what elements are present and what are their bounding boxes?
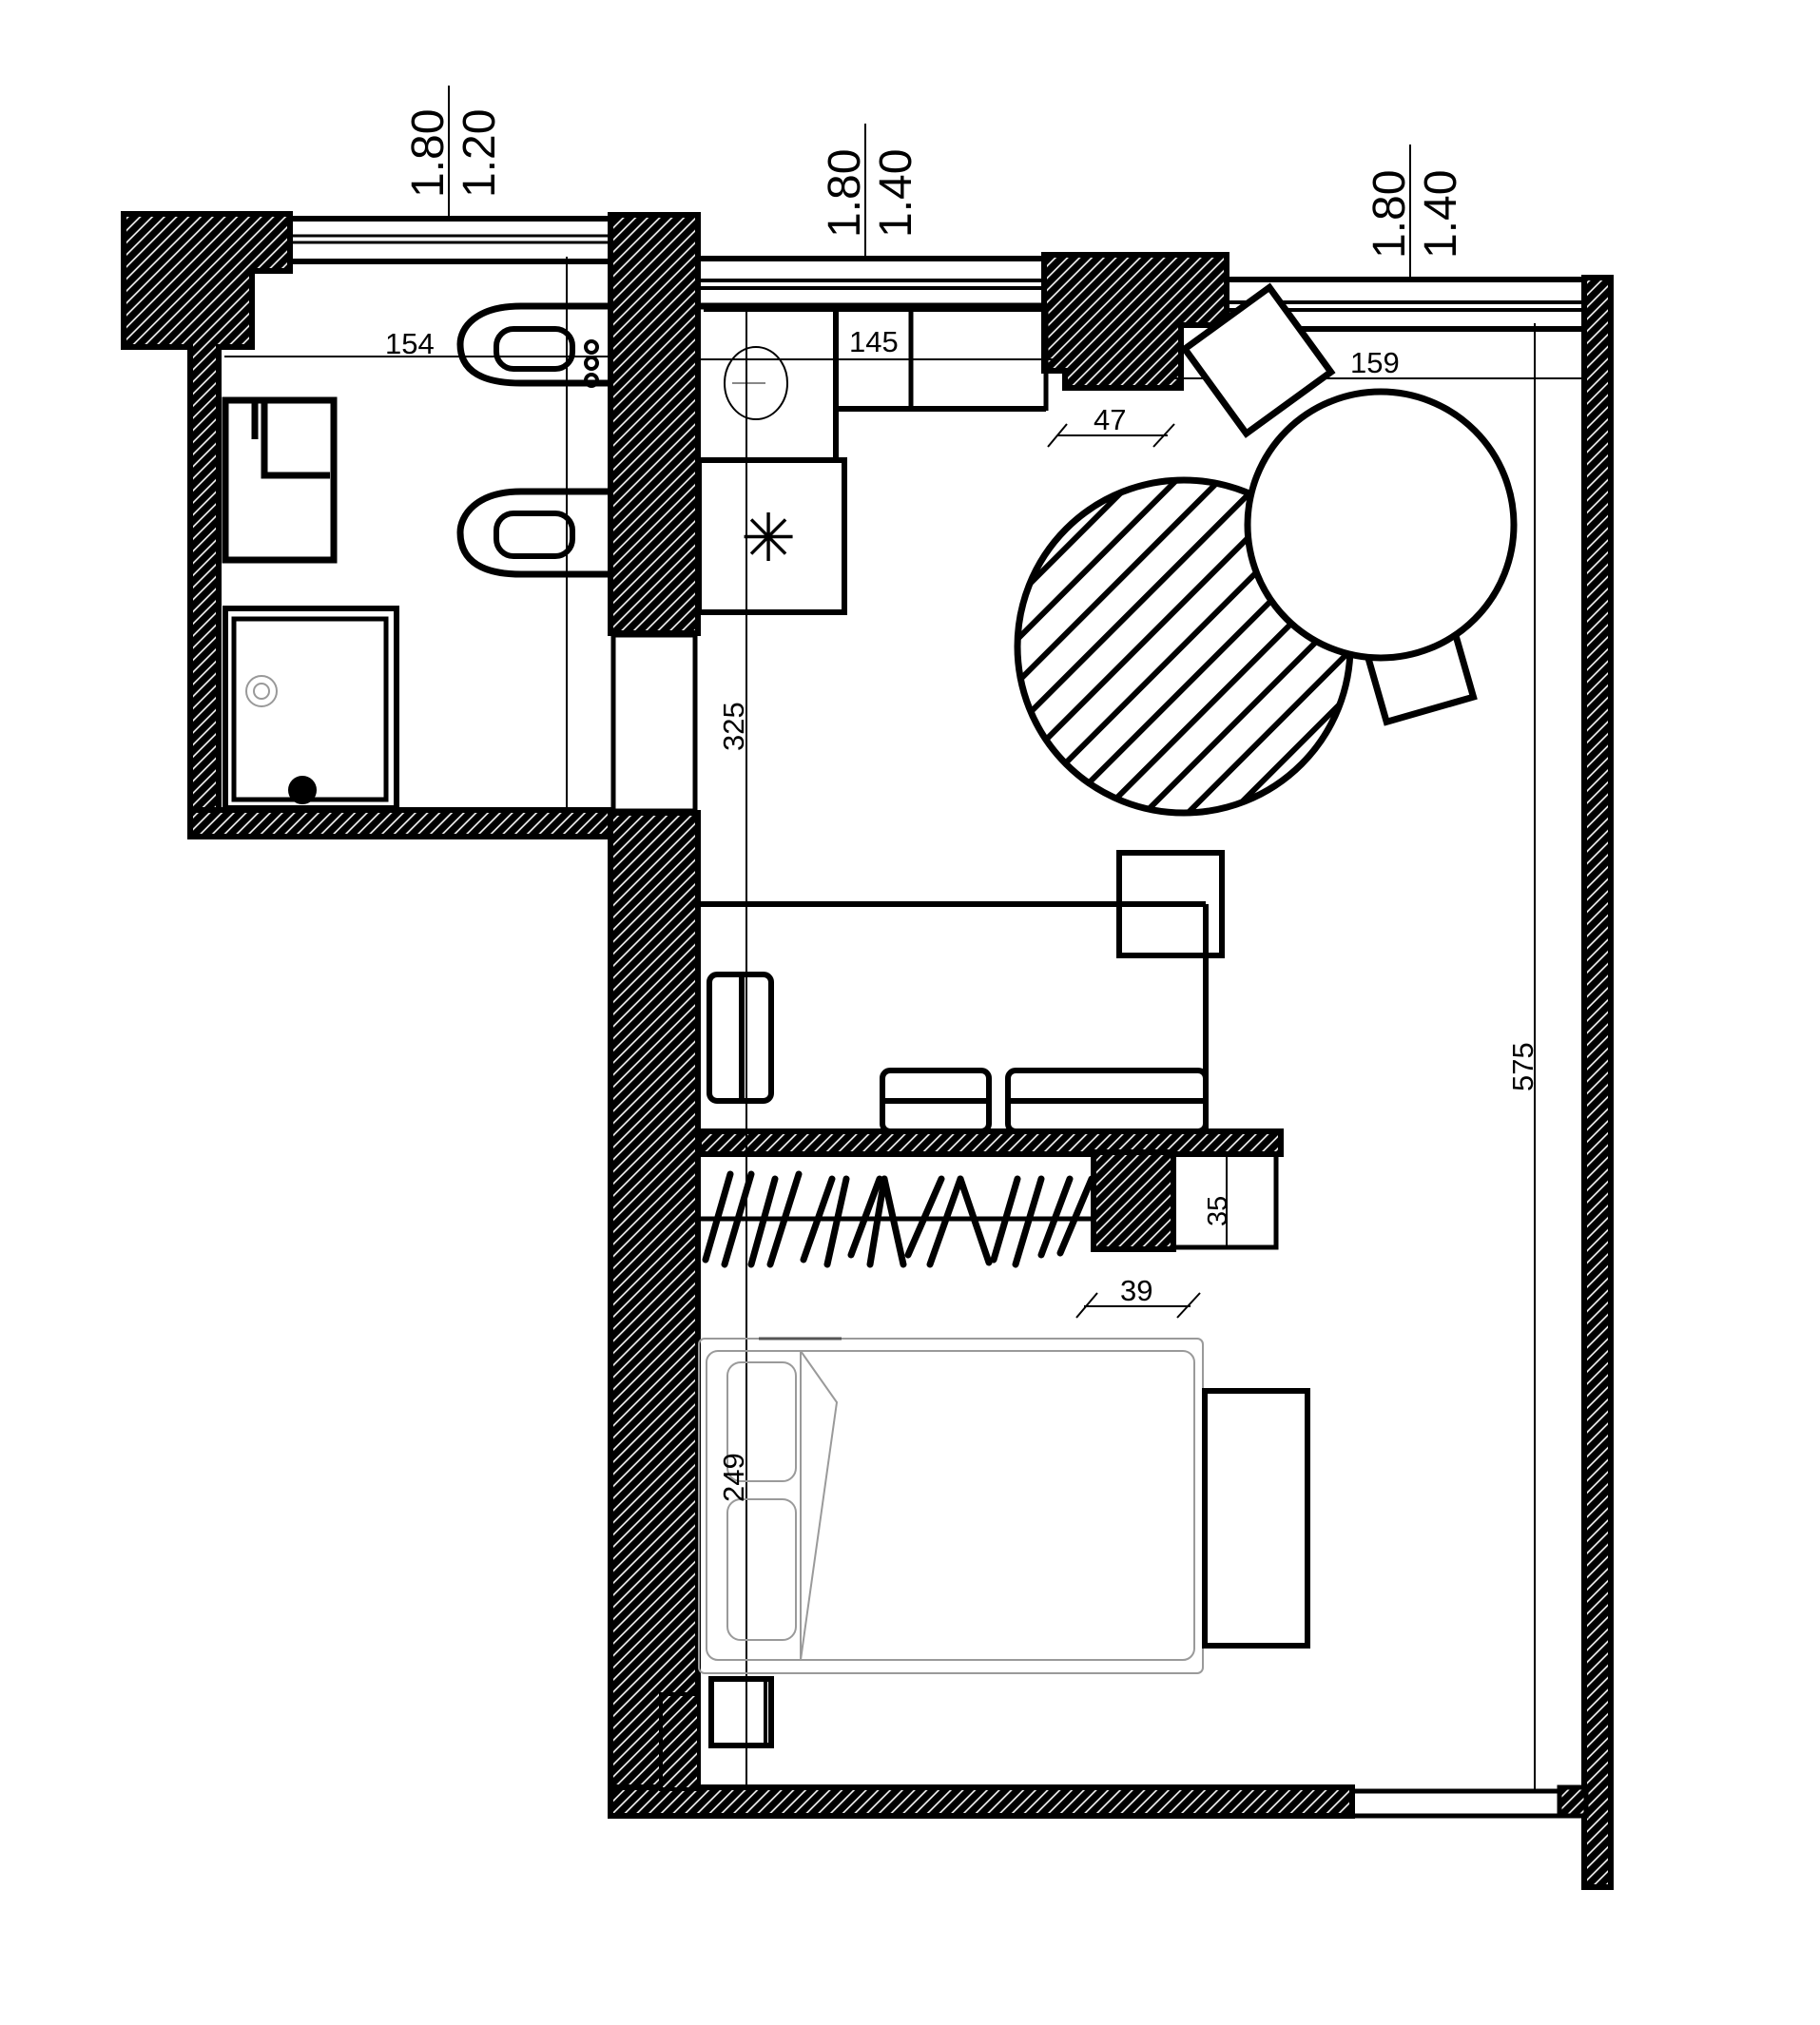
wall-wardrobe-partition	[696, 1128, 1284, 1157]
dim-bedroom-depth: 249	[717, 1453, 750, 1502]
walls	[121, 211, 1614, 1890]
dim-pillar-gap: 47	[1094, 403, 1126, 436]
bidet	[456, 488, 610, 578]
dim-kitchen-depth: 325	[717, 702, 750, 751]
wall-central-lower	[608, 810, 701, 1819]
kitchen-window	[698, 256, 1044, 310]
kitchen-sink-cabinet	[699, 312, 836, 462]
double-bed	[698, 1337, 1204, 1674]
wall-bathroom-corner	[121, 211, 293, 830]
washbasin	[222, 396, 338, 564]
sink-icon	[724, 346, 788, 420]
nightstand	[708, 1676, 774, 1748]
chair-top	[1180, 282, 1336, 438]
dining-table	[1244, 388, 1518, 662]
dim-pillar-depth: 35	[1203, 1196, 1233, 1226]
bedroom	[698, 1337, 1310, 1748]
wall-inner-corner	[659, 1692, 701, 1791]
dim-pillar-width-line	[1075, 1292, 1201, 1319]
wardrobe-side-cell	[1171, 1151, 1279, 1250]
wardrobe-hangers	[702, 1170, 1095, 1268]
bathroom-fixtures	[222, 257, 610, 813]
wardrobe	[699, 1151, 1279, 1268]
toilet	[456, 302, 610, 388]
dim-pillar-gap-line	[1047, 423, 1175, 448]
dim-pillar-width: 39	[1120, 1274, 1152, 1307]
wall-bathroom-bottom	[187, 807, 616, 839]
wall-bottom	[608, 1784, 1355, 1819]
wall-right	[1581, 275, 1614, 1890]
bathroom-window-height: 1.80	[403, 109, 454, 198]
cooktop-cabinet	[696, 457, 847, 615]
dim-bathroom-width: 154	[385, 327, 435, 360]
windows	[290, 216, 1584, 1819]
dim-living-width: 159	[1350, 346, 1400, 379]
living-area	[699, 850, 1225, 1134]
wall-bottom-right-stub	[1557, 1784, 1589, 1819]
dim-total-length: 575	[1506, 1042, 1539, 1091]
door-opening	[610, 632, 698, 814]
window-leaders	[448, 86, 1411, 278]
wall-wardrobe-pillar	[1091, 1149, 1176, 1252]
living-window-sill: 1.40	[1416, 170, 1466, 259]
cooktop-icon: ✳	[741, 499, 797, 577]
bottom-window	[1352, 1788, 1559, 1819]
bathroom-window	[290, 216, 610, 264]
wall-central-upper	[608, 212, 701, 636]
living-window-height: 1.80	[1365, 170, 1415, 259]
shower	[223, 606, 399, 811]
kitchen-window-height: 1.80	[820, 149, 870, 238]
dresser	[1202, 1388, 1310, 1649]
ottoman	[707, 972, 774, 1104]
dining-area	[1014, 282, 1518, 817]
bathroom-window-sill: 1.20	[455, 109, 505, 198]
dim-kitchen-counter: 145	[849, 325, 899, 358]
kitchen	[696, 306, 1054, 1787]
side-table	[1116, 850, 1225, 958]
kitchen-window-sill: 1.40	[871, 149, 921, 238]
